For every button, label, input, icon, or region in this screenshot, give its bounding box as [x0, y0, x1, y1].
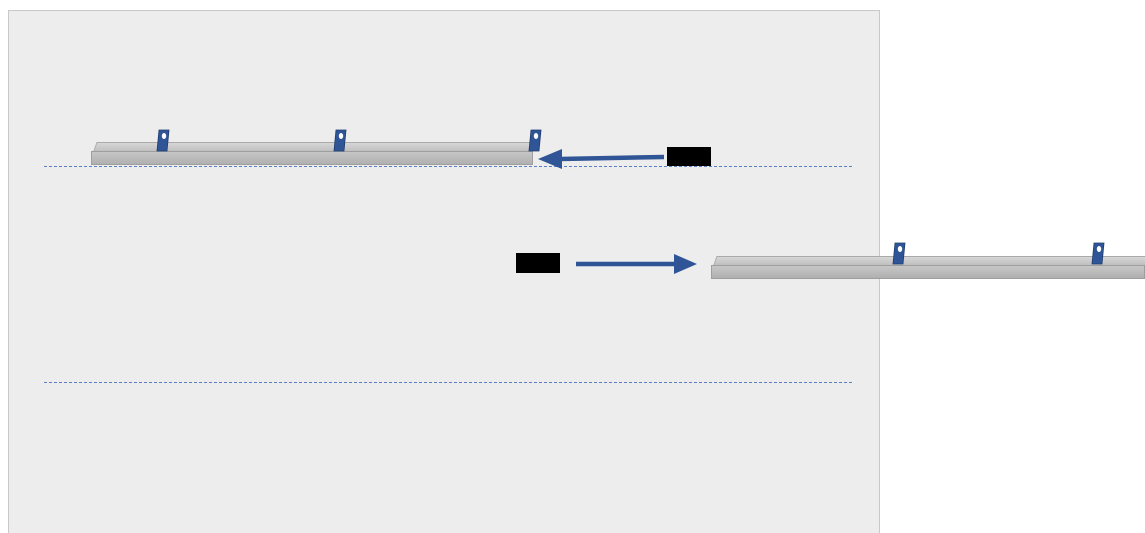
- installed-rail: [91, 142, 537, 168]
- redacted-label-2: [516, 253, 560, 273]
- rail-clip-icon: [156, 129, 170, 152]
- lower-guide-line: [44, 382, 852, 383]
- arrow-right-icon: [576, 254, 697, 274]
- rail-clip-icon: [333, 129, 347, 152]
- arrow-left-icon: [538, 149, 665, 169]
- rail-front-face: [91, 151, 533, 165]
- redacted-label-1: [667, 147, 711, 166]
- rail-clip-icon: [528, 129, 542, 152]
- upper-guide-line: [44, 166, 852, 167]
- rail-clip-icon: [1091, 242, 1105, 265]
- rail-clip-icon: [892, 242, 906, 265]
